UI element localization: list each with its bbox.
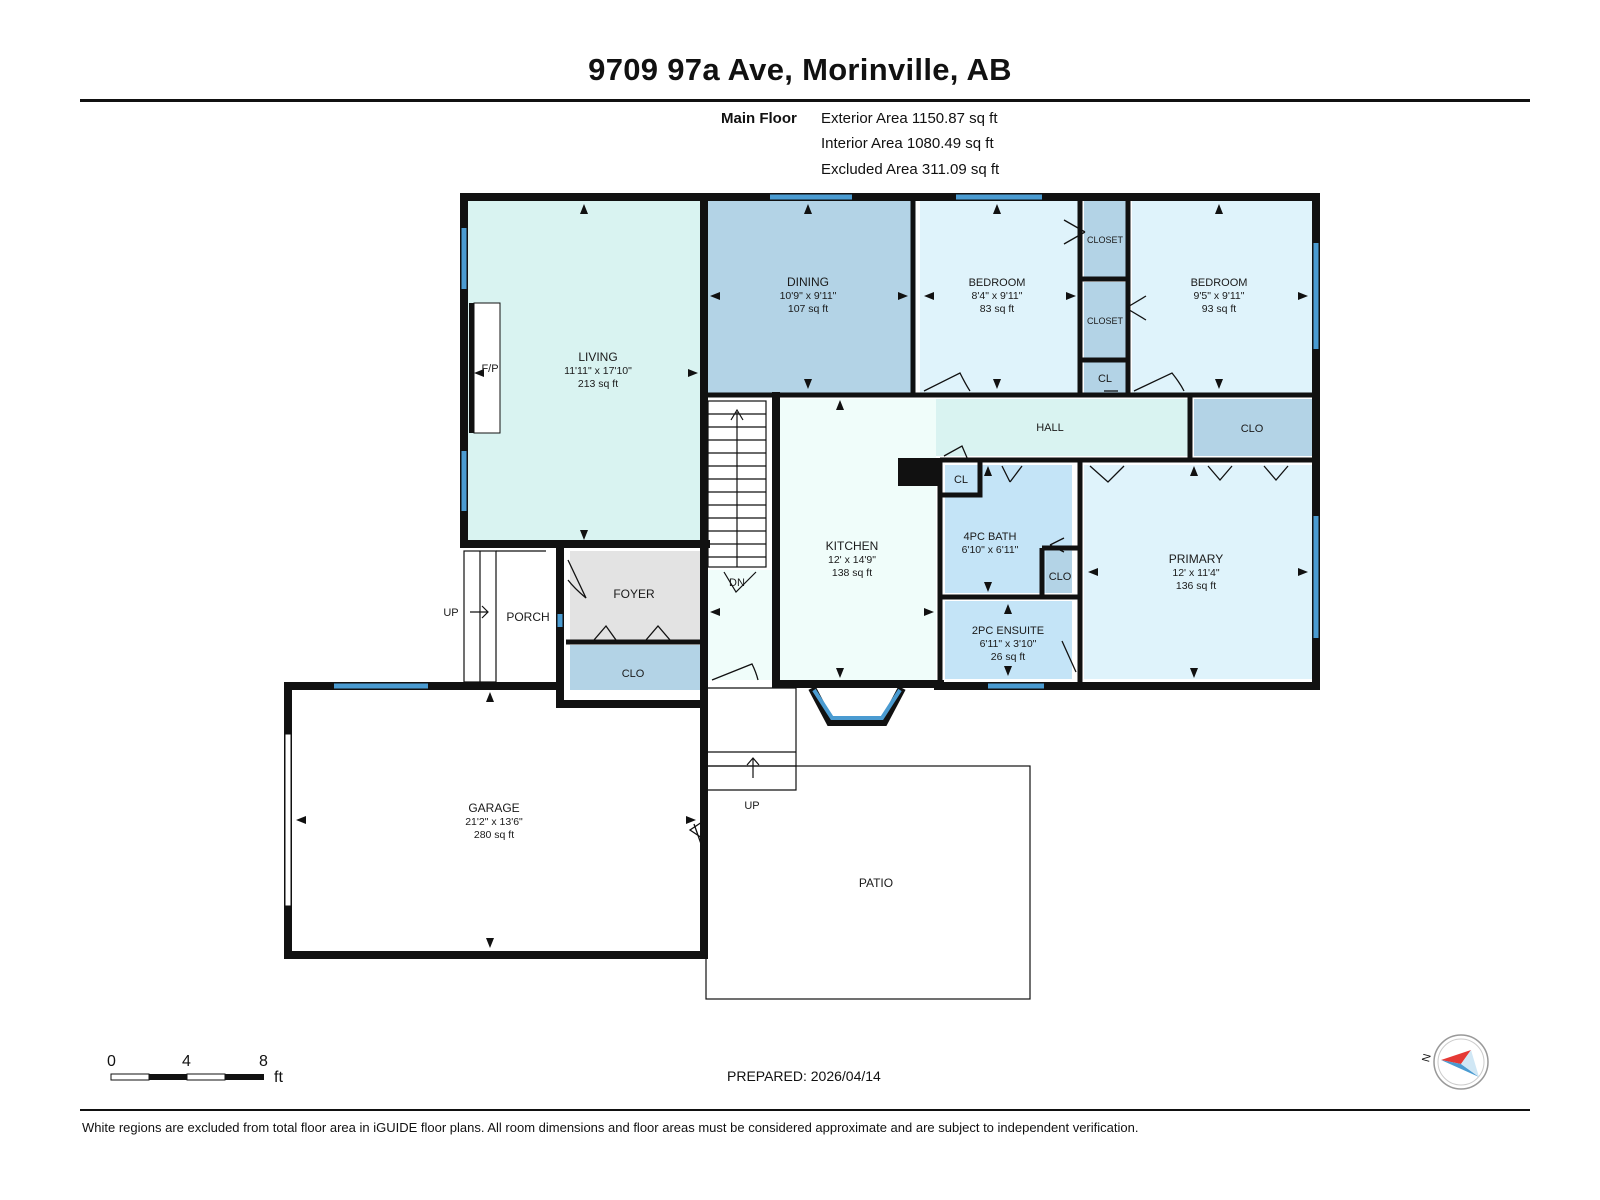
kitchen-lower-fill: [706, 570, 776, 680]
clo-foyer-label: CLO: [622, 668, 645, 680]
header-divider: [80, 99, 1530, 102]
kitchen-label: KITCHEN: [826, 539, 879, 553]
prepared-date: PREPARED: 2026/04/14: [727, 1068, 881, 1084]
primary-dims: 12' x 11'4": [1172, 567, 1220, 579]
stairs-dn-label: DN: [729, 577, 745, 589]
floor-label: Main Floor: [721, 110, 797, 127]
porch-up-label: UP: [443, 607, 458, 619]
kitchen-area: 138 sq ft: [832, 567, 872, 579]
garage-door: [284, 733, 292, 907]
patio: [705, 687, 1031, 1000]
cl-bath-label: CL: [954, 474, 968, 486]
chimney-block: [898, 458, 942, 486]
disclaimer-text: White regions are excluded from total fl…: [82, 1120, 1139, 1135]
windows: [334, 194, 1319, 689]
dining-dims: 10'9" x 9'11": [780, 290, 837, 302]
ensuite-dims: 6'11" x 3'10": [980, 638, 1037, 650]
closet1-fill: [1084, 201, 1126, 277]
garage-dims: 21'2" x 13'6": [465, 816, 523, 828]
dining-fill: [706, 201, 911, 393]
bedroom2-dims: 9'5" x 9'11": [1194, 290, 1245, 302]
compass-icon: [1433, 1034, 1489, 1090]
exterior-area: Exterior Area 1150.87 sq ft: [821, 110, 998, 127]
dimension-arrows: [296, 204, 1308, 948]
foyer-label: FOYER: [613, 587, 655, 601]
doors: [567, 219, 1289, 859]
bedroom2-label: BEDROOM: [1191, 277, 1248, 289]
living-fill: [468, 201, 702, 544]
bedroom1-dims: 8'4" x 9'11": [972, 290, 1023, 302]
foyer-fill: [570, 551, 700, 640]
garage-fill: [292, 690, 701, 948]
bedroom1-label: BEDROOM: [969, 277, 1026, 289]
cl-top-fill: [1084, 362, 1126, 393]
bedroom1-fill: [920, 201, 1080, 393]
clo-bath-fill: [1046, 551, 1072, 593]
excluded-area: Excluded Area 311.09 sq ft: [821, 161, 1000, 178]
fireplace-label: F/P: [481, 363, 498, 375]
kitchen-dims: 12' x 14'9": [828, 554, 876, 566]
cl-top-label: CL: [1098, 373, 1112, 385]
living-area: 213 sq ft: [578, 378, 618, 390]
interior-walls: [566, 199, 1316, 684]
patio-label: PATIO: [859, 876, 893, 890]
bay-window: [808, 686, 906, 726]
closet1-label: CLOSET: [1087, 235, 1124, 245]
bedroom2-fill: [1132, 201, 1312, 393]
kitchen-fill: [772, 399, 936, 680]
scale-unit: ft: [274, 1069, 283, 1086]
bath-label: 4PC BATH: [964, 531, 1017, 543]
porch-steps: [463, 550, 546, 683]
closet2-fill: [1084, 282, 1126, 358]
closet2-label: CLOSET: [1087, 316, 1124, 326]
bedroom1-area: 83 sq ft: [980, 303, 1015, 315]
scale-bar: [110, 1073, 264, 1081]
scale-tick-4: 4: [182, 1053, 191, 1070]
primary-label: PRIMARY: [1169, 552, 1223, 566]
garage-area: 280 sq ft: [474, 829, 514, 841]
dining-label: DINING: [787, 275, 829, 289]
garage-label: GARAGE: [468, 801, 519, 815]
patio-up-label: UP: [744, 800, 759, 812]
primary-area: 136 sq ft: [1176, 580, 1216, 592]
clo-bath-label: CLO: [1049, 571, 1072, 583]
living-dims: 11'11" x 17'10": [564, 365, 632, 377]
clo-hall-fill: [1194, 399, 1312, 456]
dining-area: 107 sq ft: [788, 303, 828, 315]
page-title: 9709 97a Ave, Morinville, AB: [588, 52, 1012, 87]
footer-divider: [80, 1109, 1530, 1111]
stairs-down: [707, 400, 767, 593]
ensuite-area: 26 sq ft: [991, 651, 1026, 663]
scale-tick-0: 0: [107, 1053, 116, 1070]
clo-hall-label: CLO: [1241, 423, 1264, 435]
scale-tick-8: 8: [259, 1053, 268, 1070]
bedroom2-area: 93 sq ft: [1202, 303, 1237, 315]
interior-area: Interior Area 1080.49 sq ft: [821, 135, 994, 152]
porch-label: PORCH: [506, 610, 549, 624]
primary-fill: [1084, 465, 1312, 679]
ensuite-label: 2PC ENSUITE: [972, 625, 1044, 637]
bath-dims: 6'10" x 6'11": [962, 544, 1019, 556]
hall-label: HALL: [1036, 422, 1064, 434]
living-label: LIVING: [578, 350, 617, 364]
